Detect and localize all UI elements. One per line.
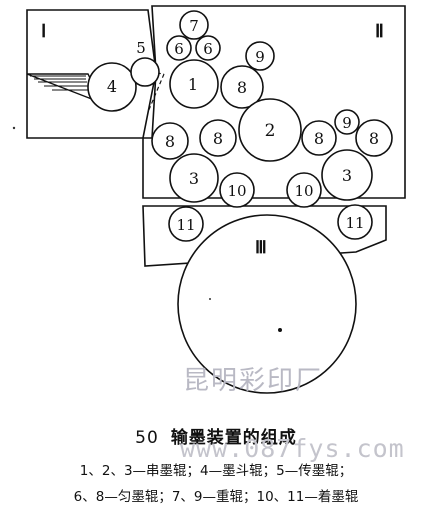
label-roller-10-left: 10 <box>227 182 246 200</box>
label-roller-8-left-b: 8 <box>213 129 223 148</box>
label-roller-6-right: 6 <box>203 40 213 58</box>
label-roller-3-left: 3 <box>189 169 199 188</box>
plate-center-dot <box>278 328 282 332</box>
label-roller-7: 7 <box>189 17 199 35</box>
label-roller-8-top: 8 <box>237 78 247 97</box>
figure-title: 输墨装置的组成 <box>170 428 297 448</box>
roller-group <box>87 10 393 394</box>
roller-11-left <box>168 206 204 242</box>
label-roller-9-right: 9 <box>342 114 352 132</box>
figure-number: 50 <box>135 428 159 448</box>
label-roller-3-right: 3 <box>342 166 352 185</box>
label-roller-8-left-a: 8 <box>165 132 175 151</box>
label-roller-8-right-b: 8 <box>369 129 379 148</box>
speck <box>209 298 211 300</box>
label-roller-11-right: 11 <box>345 214 364 232</box>
section-i-label: Ⅰ <box>41 21 46 41</box>
roller-7 <box>179 10 209 40</box>
roller-1 <box>169 59 219 109</box>
label-roller-11-left: 11 <box>176 216 195 234</box>
label-roller-9-top: 9 <box>255 48 265 66</box>
section-iii-label: Ⅲ <box>255 238 267 257</box>
watermark-text: 昆明彩印厂 <box>183 366 324 396</box>
roller-9-right <box>334 109 360 135</box>
legend-line-2: 6、8—匀墨辊；7、9—重辊；10、11—着墨辊 <box>73 489 359 505</box>
speck <box>12 126 16 130</box>
label-roller-5: 5 <box>136 39 146 57</box>
legend-line-1: 1、2、3—串墨辊；4—墨斗辊；5—传墨辊； <box>79 463 353 479</box>
ink-fountain <box>26 73 104 105</box>
roller-6-left <box>166 35 192 61</box>
roller-10-right <box>286 172 322 208</box>
roller-11-right <box>337 204 373 240</box>
label-roller-4: 4 <box>107 77 117 96</box>
plate-cylinder <box>177 214 357 394</box>
roller-6-right <box>195 35 221 61</box>
roller-3-left <box>169 153 219 203</box>
label-roller-1: 1 <box>188 75 198 94</box>
roller-10-left <box>219 172 255 208</box>
label-roller-2: 2 <box>265 121 276 141</box>
roller-9-top <box>245 41 275 71</box>
roller-5 <box>130 57 160 87</box>
lower-housing-frame <box>142 205 387 267</box>
roller-8-top <box>220 65 264 109</box>
figure-caption: 50 输墨装置的组成 <box>0 423 432 448</box>
watermark-url: www.087fys.com <box>180 434 405 463</box>
roller-labels: 7 6 6 9 5 4 1 8 8 8 2 8 9 8 3 10 10 3 11… <box>107 17 379 234</box>
roller-4 <box>87 62 137 112</box>
section-i-frame <box>26 9 157 139</box>
roller-8-left-b <box>199 119 237 157</box>
roller-8-left-a <box>151 122 189 160</box>
section-ii-label: Ⅱ <box>375 21 384 41</box>
label-roller-6-left: 6 <box>174 40 184 58</box>
roller-2 <box>238 98 302 162</box>
roller-8-right-b <box>355 119 393 157</box>
roller-8-right-a <box>301 120 337 156</box>
roller-3-right <box>321 149 373 201</box>
label-roller-8-right-a: 8 <box>314 129 324 148</box>
label-roller-10-right: 10 <box>294 182 313 200</box>
